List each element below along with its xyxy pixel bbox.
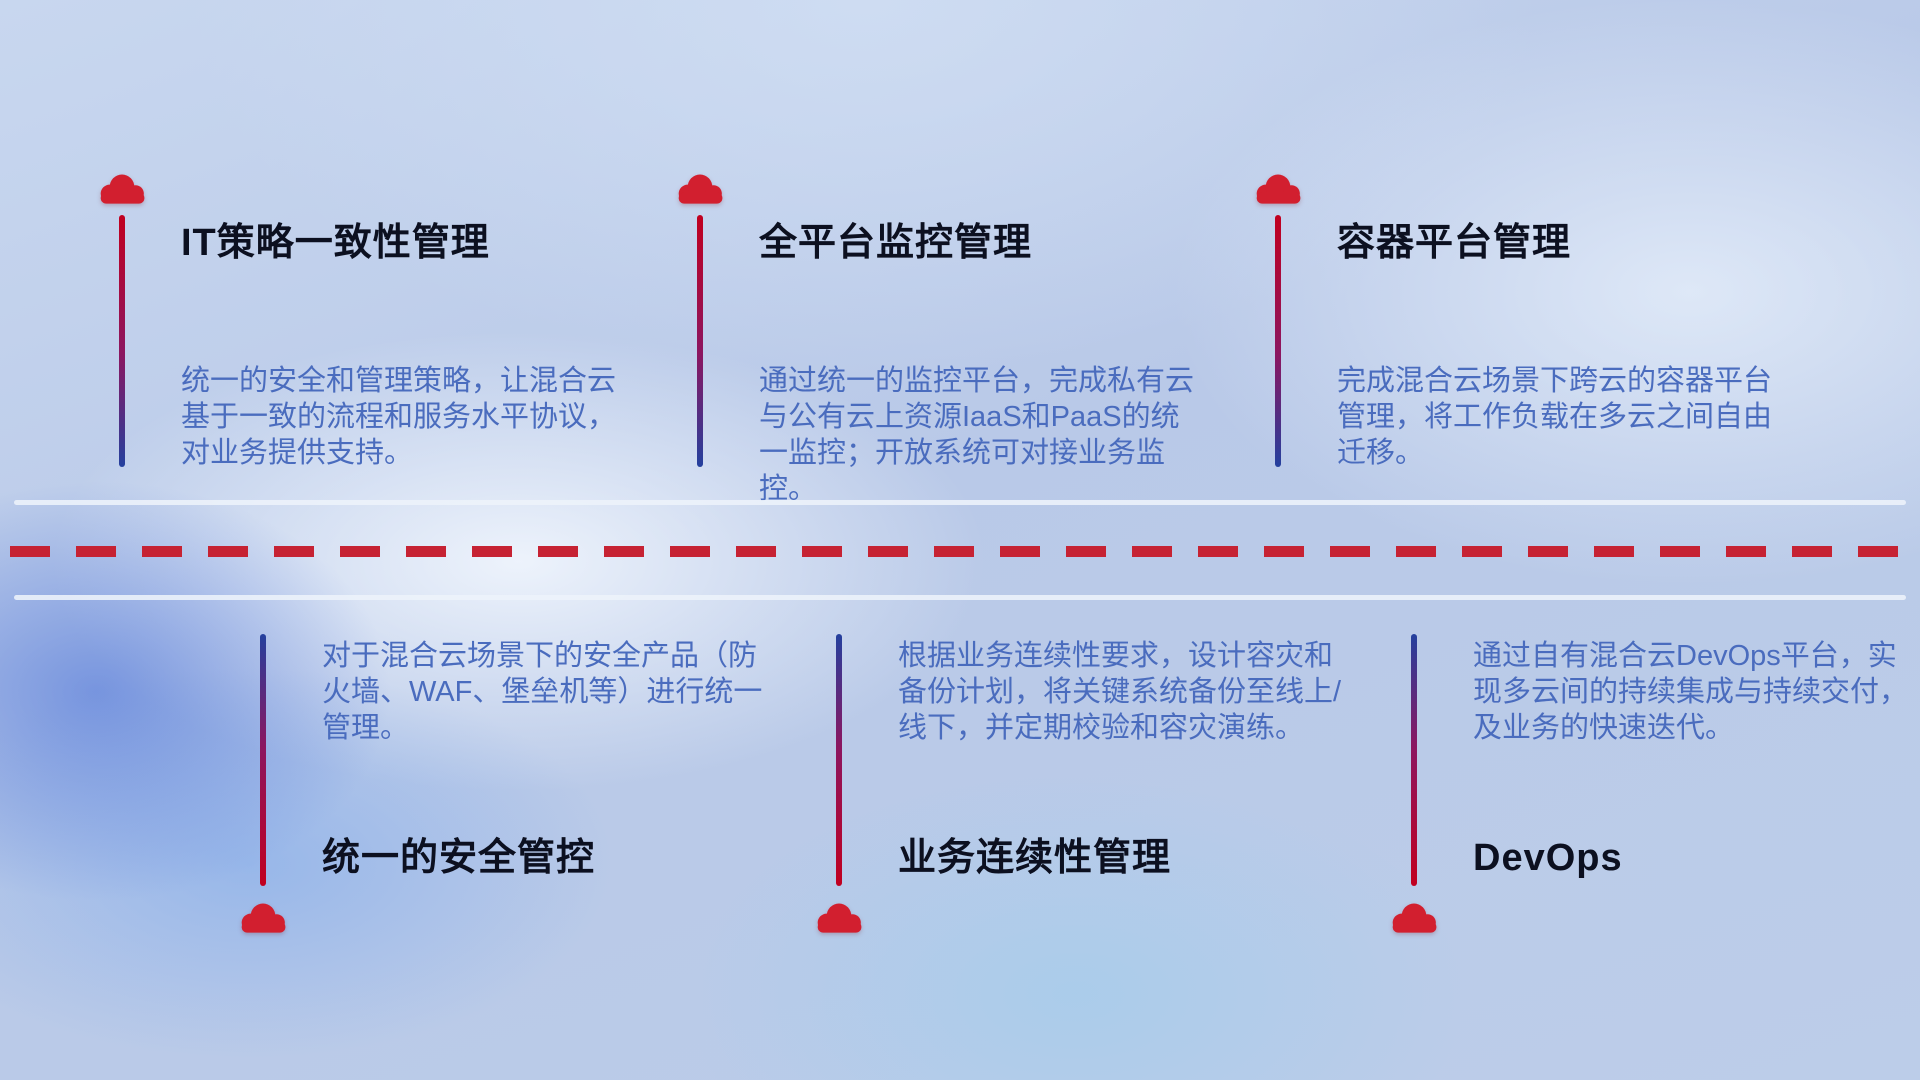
feature-description: 根据业务连续性要求，设计容灾和备份计划，将关键系统备份至线上/线下，并定期校验和… — [898, 640, 1342, 744]
divider-dashed-line — [10, 546, 1914, 557]
timeline-stem — [119, 215, 125, 467]
timeline-stem — [697, 215, 703, 467]
timeline-stem — [260, 634, 266, 886]
feature-description: 通过统一的监控平台，完成私有云与公有云上资源IaaS和PaaS的统一监控；开放系… — [759, 365, 1195, 505]
divider-line-bottom — [14, 595, 1906, 600]
feature-content: IT策略一致性管理 统一的安全和管理策略，让混合云基于一致的流程和服务水平协议，… — [181, 219, 627, 471]
feature-content: 根据业务连续性要求，设计容灾和备份计划，将关键系统备份至线上/线下，并定期校验和… — [898, 638, 1344, 746]
cloud-icon — [678, 174, 723, 204]
feature-title: IT策略一致性管理 — [181, 222, 490, 264]
feature-title: 容器平台管理 — [1337, 222, 1572, 264]
feature-title: DevOps — [1473, 837, 1623, 879]
cloud-icon — [817, 903, 862, 933]
feature-content: 通过自有混合云DevOps平台，实现多云间的持续集成与持续交付，及业务的快速迭代… — [1473, 638, 1919, 746]
timeline-stem — [1411, 634, 1417, 886]
feature-description: 完成混合云场景下跨云的容器平台管理，将工作负载在多云之间自由迁移。 — [1337, 365, 1773, 469]
cloud-icon — [100, 174, 145, 204]
feature-content: 对于混合云场景下的安全产品（防火墙、WAF、堡垒机等）进行统一管理。 — [322, 638, 768, 746]
feature-description: 通过自有混合云DevOps平台，实现多云间的持续集成与持续交付，及业务的快速迭代… — [1473, 640, 1909, 744]
timeline-stem — [836, 634, 842, 886]
cloud-icon — [241, 903, 286, 933]
timeline-stem — [1275, 215, 1281, 467]
feature-title: 业务连续性管理 — [898, 837, 1172, 879]
feature-title: 全平台监控管理 — [759, 222, 1033, 264]
feature-description: 统一的安全和管理策略，让混合云基于一致的流程和服务水平协议，对业务提供支持。 — [181, 365, 617, 469]
cloud-icon — [1392, 903, 1437, 933]
feature-content: 全平台监控管理 通过统一的监控平台，完成私有云与公有云上资源IaaS和PaaS的… — [759, 219, 1205, 507]
feature-content: 容器平台管理 完成混合云场景下跨云的容器平台管理，将工作负载在多云之间自由迁移。 — [1337, 219, 1783, 471]
divider-line-top — [14, 500, 1906, 505]
feature-description: 对于混合云场景下的安全产品（防火墙、WAF、堡垒机等）进行统一管理。 — [322, 640, 763, 744]
cloud-icon — [1256, 174, 1301, 204]
feature-title: 统一的安全管控 — [322, 837, 596, 879]
